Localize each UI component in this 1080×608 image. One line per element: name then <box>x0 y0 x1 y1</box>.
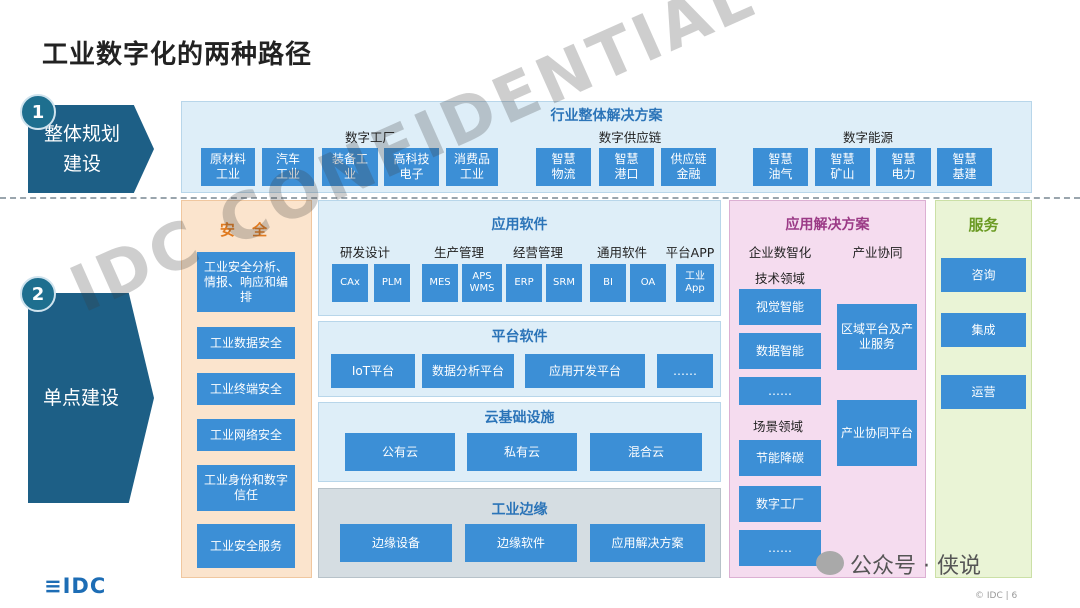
security-item-data: 工业数据安全 <box>197 327 295 359</box>
smart-port: 智慧港口 <box>599 148 654 186</box>
scenario-domain-title: 场景领域 <box>752 418 803 434</box>
service-operations: 运营 <box>941 375 1026 409</box>
regional-platform: 区域平台及产业服务 <box>837 304 917 370</box>
app-solutions-header: 应用解决方案 <box>785 217 870 233</box>
service-consulting: 咨询 <box>941 258 1026 292</box>
idc-logo: ≡IDC <box>44 574 107 598</box>
security-item-endpoint: 工业终端安全 <box>197 373 295 405</box>
smart-infrastructure: 智慧基建 <box>937 148 992 186</box>
stage-1-label-line1: 整体规划 <box>43 123 120 145</box>
cloud-header: 云基础设施 <box>484 410 555 426</box>
stage-2-label: 单点建设 <box>42 387 119 409</box>
wechat-account: 公众号 · 侠说 <box>850 554 981 579</box>
industry-equipment: 装备工业 <box>322 148 378 186</box>
group-digital-factory: 数字工厂 <box>344 129 395 145</box>
edge-solutions: 应用解决方案 <box>590 524 705 562</box>
cloud-private: 私有云 <box>467 433 577 471</box>
divider-line <box>0 197 1080 199</box>
cloud-public: 公有云 <box>345 433 455 471</box>
stage-2-arrow: 单点建设 <box>28 293 154 503</box>
platform-more: …… <box>657 354 713 388</box>
wechat-icon <box>816 551 844 575</box>
industry-collab-title: 产业协同 <box>852 244 903 260</box>
scenario-digital-factory: 数字工厂 <box>739 486 821 522</box>
stage-1-label-line2: 建设 <box>62 153 101 175</box>
edge-devices: 边缘设备 <box>340 524 452 562</box>
scenario-energy-saving: 节能降碳 <box>739 440 821 476</box>
industry-hightech-electronics: 高科技电子 <box>384 148 439 186</box>
category-production: 生产管理 <box>433 244 484 260</box>
group-digital-energy: 数字能源 <box>842 129 893 145</box>
app-erp: ERP <box>506 264 542 302</box>
edge-header: 工业边缘 <box>491 502 548 518</box>
scenario-more: …… <box>739 530 821 566</box>
industry-consumer-goods: 消费品工业 <box>446 148 498 186</box>
security-item-analysis: 工业安全分析、情报、响应和编排 <box>197 252 295 312</box>
platform-iot: IoT平台 <box>331 354 415 388</box>
cloud-hybrid: 混合云 <box>590 433 702 471</box>
tech-visual-intelligence: 视觉智能 <box>739 289 821 325</box>
group-digital-supply-chain: 数字供应链 <box>598 129 662 145</box>
service-integration: 集成 <box>941 313 1026 347</box>
app-software-header: 应用软件 <box>491 217 548 233</box>
app-industrial-app: 工业 App <box>676 264 714 302</box>
stage-1-number: 1 <box>20 94 56 130</box>
page-title: 工业数字化的两种路径 <box>42 40 313 70</box>
tech-more: …… <box>739 377 821 405</box>
overall-solutions-header: 行业整体解决方案 <box>550 108 663 124</box>
security-item-service: 工业安全服务 <box>197 524 295 568</box>
smart-power: 智慧电力 <box>876 148 931 186</box>
security-item-network: 工业网络安全 <box>197 419 295 451</box>
tech-data-intelligence: 数据智能 <box>739 333 821 369</box>
tech-domain-title: 技术领域 <box>754 270 805 286</box>
smart-oil-gas: 智慧油气 <box>753 148 808 186</box>
app-oa: OA <box>630 264 666 302</box>
app-mes: MES <box>422 264 458 302</box>
industry-collab-platform: 产业协同平台 <box>837 400 917 466</box>
category-operations: 经营管理 <box>512 244 563 260</box>
category-rnd: 研发设计 <box>339 244 390 260</box>
platform-data-analytics: 数据分析平台 <box>422 354 514 388</box>
app-plm: PLM <box>374 264 410 302</box>
category-general: 通用软件 <box>596 244 647 260</box>
supply-chain-finance: 供应链金融 <box>661 148 716 186</box>
stage-2-number: 2 <box>20 276 56 312</box>
copyright: © IDC | 6 <box>975 591 1018 601</box>
security-header: 安 全 <box>219 220 274 239</box>
services-header: 服务 <box>968 215 999 234</box>
smart-logistics: 智慧物流 <box>536 148 591 186</box>
stage-1-arrow: 整体规划 建设 <box>28 105 154 193</box>
smart-mining: 智慧矿山 <box>815 148 870 186</box>
edge-software: 边缘软件 <box>465 524 577 562</box>
app-srm: SRM <box>546 264 582 302</box>
app-cax: CAx <box>332 264 368 302</box>
industry-raw-materials: 原材料工业 <box>201 148 255 186</box>
app-aps-wms: APS WMS <box>462 264 502 302</box>
platform-software-header: 平台软件 <box>491 329 548 345</box>
platform-app-dev: 应用开发平台 <box>525 354 645 388</box>
enterprise-digital-title: 企业数智化 <box>748 244 812 260</box>
app-bi: BI <box>590 264 626 302</box>
category-platform-app: 平台APP <box>665 244 715 260</box>
industry-automotive: 汽车工业 <box>262 148 314 186</box>
security-item-identity: 工业身份和数字信任 <box>197 465 295 511</box>
